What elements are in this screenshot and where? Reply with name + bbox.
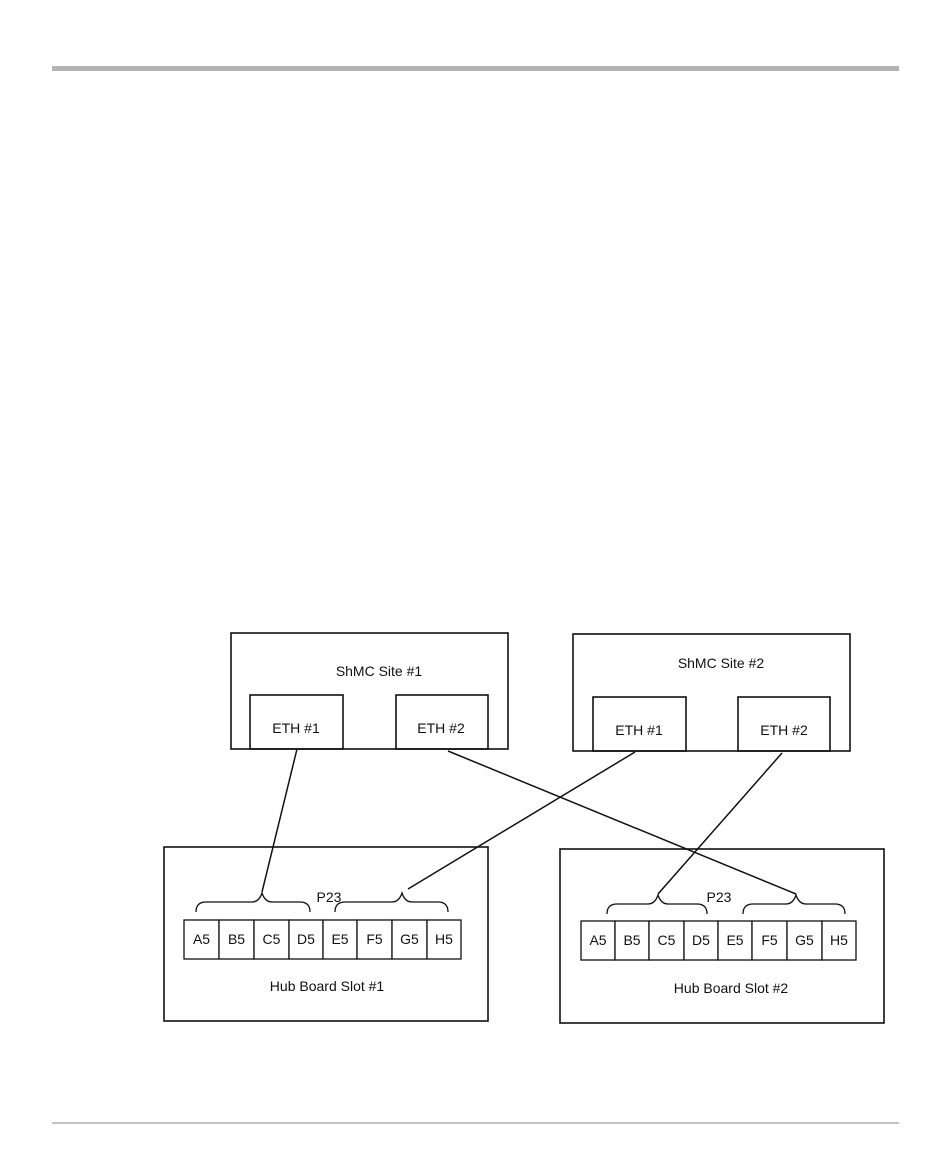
link-shmc1-eth1-to-hub1 [262, 749, 297, 892]
shmc-site-1-label: ShMC Site #1 [336, 663, 423, 679]
pin-label: H5 [435, 931, 453, 947]
hub-board-2-brace-left [607, 895, 707, 914]
pin-label: F5 [761, 932, 778, 948]
pin-label: C5 [263, 931, 281, 947]
hub-board-2-connector-label: P23 [707, 889, 732, 905]
link-shmc1-eth2-to-hub2 [448, 751, 796, 894]
pin-label: D5 [692, 932, 710, 948]
hub-board-1-brace-left [196, 893, 310, 912]
pin-label: B5 [228, 931, 245, 947]
pin-label: D5 [297, 931, 315, 947]
links [262, 749, 796, 894]
hub-board-1-label: Hub Board Slot #1 [270, 978, 385, 994]
link-shmc2-eth1-to-hub1 [408, 752, 635, 889]
pin-label: C5 [658, 932, 676, 948]
hub-board-1-brace-right [335, 893, 448, 912]
shmc-site-2-label: ShMC Site #2 [678, 655, 765, 671]
pin-label: E5 [331, 931, 348, 947]
shmc-site-1: ShMC Site #1 ETH #1 ETH #2 [231, 633, 508, 749]
hub-board-1-connector-label: P23 [317, 889, 342, 905]
pin-label: G5 [795, 932, 814, 948]
link-shmc2-eth2-to-hub2 [658, 753, 782, 894]
hub-board-2-pins: A5 B5 C5 D5 E5 F5 G5 H5 [581, 921, 856, 960]
pin-label: H5 [830, 932, 848, 948]
hub-board-1: P23 A5 B5 C5 D5 E5 F5 G5 H5 Hub Board Sl… [164, 847, 488, 1021]
hub-board-2: P23 A5 B5 C5 D5 E5 F5 G5 H5 Hub Board Sl… [560, 849, 884, 1023]
shmc-2-eth-2-label: ETH #2 [760, 722, 808, 738]
pin-label: A5 [589, 932, 606, 948]
shmc-site-2: ShMC Site #2 ETH #1 ETH #2 [573, 634, 850, 751]
hub-board-2-brace-right [743, 895, 845, 914]
pin-label: G5 [400, 931, 419, 947]
shmc-1-eth-1-label: ETH #1 [272, 720, 320, 736]
hub-board-1-pins: A5 B5 C5 D5 E5 F5 G5 H5 [184, 920, 461, 959]
pin-label: F5 [366, 931, 383, 947]
pin-label: B5 [623, 932, 640, 948]
hub-board-2-label: Hub Board Slot #2 [674, 980, 789, 996]
footer-rule [52, 1122, 899, 1124]
shmc-2-eth-1-label: ETH #1 [615, 722, 663, 738]
pin-label: E5 [726, 932, 743, 948]
shmc-1-eth-2-label: ETH #2 [417, 720, 465, 736]
pin-label: A5 [193, 931, 210, 947]
